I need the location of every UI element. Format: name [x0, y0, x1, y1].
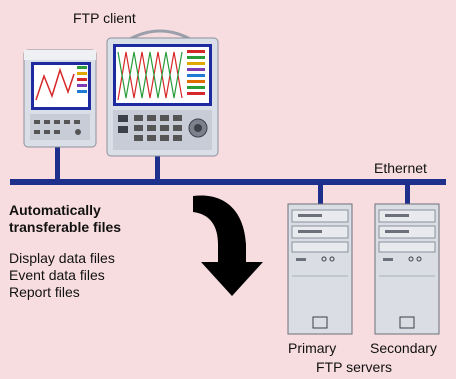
ftp-client-label: FTP client [73, 10, 136, 26]
recorder-large-icon [106, 29, 219, 157]
file-type-item: Display data files [9, 250, 115, 266]
heading-line-2: transferable files [9, 219, 122, 235]
ethernet-bus [10, 143, 446, 204]
heading-line-1: Automatically [9, 202, 101, 218]
recorder-small-icon [23, 49, 97, 148]
secondary-server-label: Secondary [370, 340, 437, 356]
file-type-item: Event data files [9, 267, 105, 283]
file-type-list: Display data files Event data files Repo… [9, 250, 115, 301]
server-primary-icon [287, 203, 353, 335]
server-secondary-icon [374, 203, 440, 335]
ftp-servers-label: FTP servers [316, 359, 392, 375]
ethernet-label: Ethernet [374, 160, 427, 176]
file-type-item: Report files [9, 284, 80, 300]
transfer-arrow-icon [193, 195, 263, 296]
transferable-files-heading: Automatically transferable files [9, 202, 121, 236]
primary-server-label: Primary [288, 340, 337, 356]
